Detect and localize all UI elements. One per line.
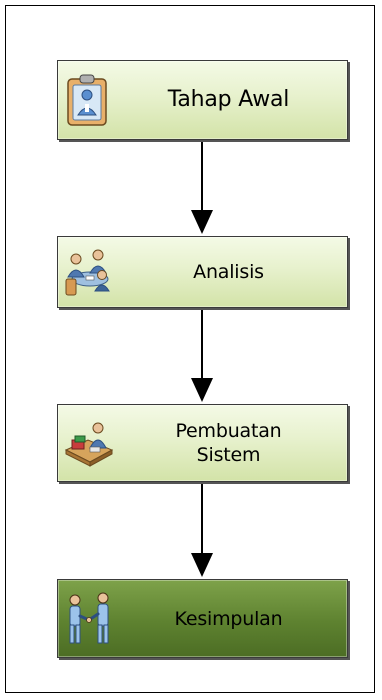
step-label-line: Pembuatan: [175, 420, 282, 442]
step-kesimpulan: Kesimpulan: [57, 579, 348, 658]
step-label-analisis: Analisis: [118, 237, 339, 307]
clipboard-person-icon: [67, 74, 107, 126]
step-tahap-awal: Tahap Awal: [57, 60, 348, 140]
meeting-people-icon: [65, 249, 110, 296]
step-label-line: Sistem: [196, 444, 261, 466]
step-label-line: Analisis: [193, 261, 264, 283]
worker-at-desk-icon: [64, 422, 114, 467]
step-label-tahap-awal: Tahap Awal: [118, 61, 339, 139]
handshake-people-icon: [69, 592, 109, 643]
step-analisis: Analisis: [57, 236, 348, 308]
step-label-line: Kesimpulan: [174, 607, 283, 630]
step-label-line: Tahap Awal: [167, 87, 290, 112]
step-label-pembuatan-sistem: Pembuatan Sistem: [118, 405, 339, 481]
step-pembuatan-sistem: Pembuatan Sistem: [57, 404, 348, 482]
step-label-kesimpulan: Kesimpulan: [118, 580, 339, 657]
